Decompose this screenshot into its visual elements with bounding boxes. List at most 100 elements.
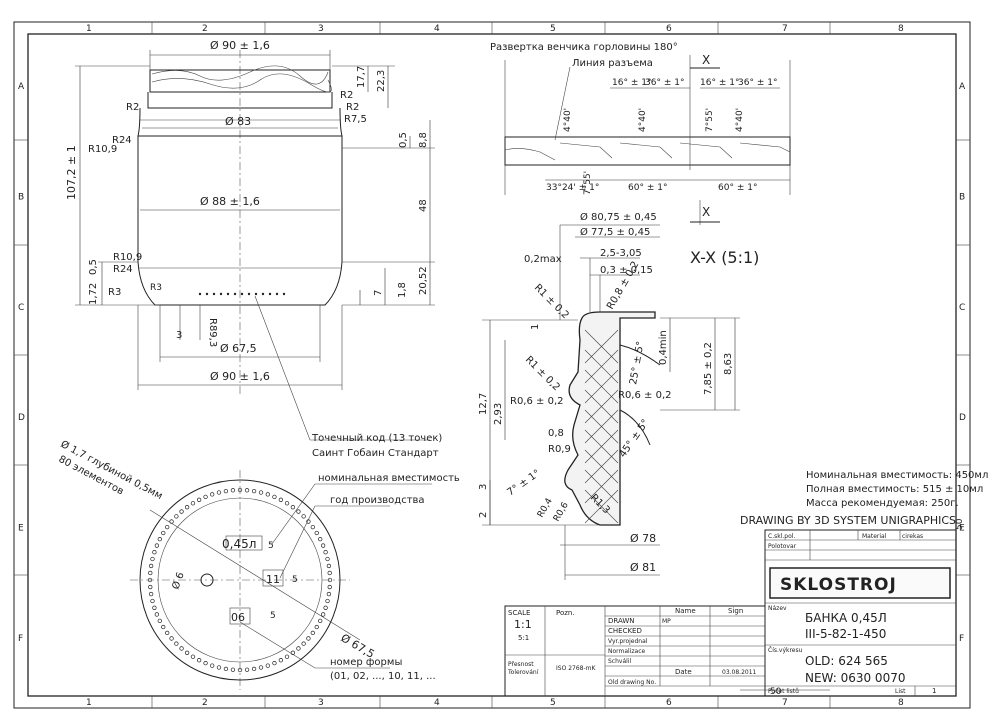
angle-4-40-a: 4°40' (563, 108, 573, 132)
bottom-dot (265, 663, 270, 668)
bottom-dot (169, 636, 174, 641)
right-letters-D: D (959, 413, 966, 423)
tb-iso: ISO 2768-mK (556, 665, 596, 672)
bottom-dot (290, 505, 296, 510)
dim-22-3: 22,3 (376, 70, 387, 92)
tb-product-name: БАНКА 0,45Л (805, 611, 887, 625)
bottom-dot (196, 658, 202, 663)
dim-7: 7 (373, 290, 384, 296)
top-numbers-8: 8 (898, 24, 904, 34)
right-letters-F: F (959, 634, 964, 644)
radius-r2-right-b: R2 (346, 102, 359, 113)
dot-code-row (198, 292, 286, 296)
bottom-dot (210, 663, 215, 668)
bottom-dot (251, 666, 257, 672)
bottom-dot (278, 658, 284, 663)
top-numbers-4: 4 (434, 24, 440, 34)
radius-r0-6-left: R0,6 ± 0,2 (510, 396, 564, 407)
neck-finish-unroll: Развертка венчика горловины 180° Линия р… (490, 42, 791, 195)
top-numbers-1: 1 (86, 24, 92, 34)
tb-material-value: cirekas (902, 533, 923, 540)
dim-0-4min: 0,4min (658, 330, 669, 365)
title-block: SCALE 1:1 5:1 Pozn. Name Sign DRAWN MP C… (504, 529, 957, 697)
specifications-block: Номинальная вместимость: 450мл Полная вм… (740, 470, 988, 527)
bottom-dot (318, 618, 323, 624)
bottom-dot (296, 646, 301, 651)
mark-11: 11 (266, 573, 280, 586)
bottom-dot (148, 584, 153, 590)
section-d-80-75: Ø 80,75 ± 0,45 (580, 211, 657, 223)
angle-16-b: 16° ± 1° (700, 78, 739, 88)
bottom-dot (284, 654, 290, 659)
bottom-dot (301, 641, 306, 646)
radius-r3-small: R3 (150, 283, 162, 293)
dim-total-height: 107,2 ± 1 (65, 145, 78, 200)
radius-r89-3: R89,3 (207, 318, 218, 347)
angle-36-b: 36° ± 1° (738, 78, 777, 88)
angle-36-a: 36° ± 1° (645, 78, 684, 88)
mark-06: 06 (231, 611, 245, 624)
bottom-dot (203, 661, 208, 666)
dim-2-5-3-05: 2,5-3,05 (600, 248, 642, 259)
bottom-numbers-8: 8 (898, 698, 904, 708)
bottom-dot (314, 530, 319, 536)
tb-c-skl: C.skl.pol. (768, 533, 795, 540)
note-dot-code: Точечный код (13 точек) (311, 433, 442, 444)
mark-volume: 0,45л (222, 537, 256, 551)
dim-0-8: 0,8 (548, 428, 564, 439)
bottom-dot (296, 509, 301, 514)
bottom-dot (165, 630, 170, 636)
angle-33-24: 33°24' ± 1° (546, 183, 599, 193)
bottom-numbers-3: 3 (318, 698, 324, 708)
label-nominal-volume: номинальная вместимость (318, 473, 460, 484)
bottom-numbers-1: 1 (86, 698, 92, 708)
bottom-dot (150, 556, 155, 562)
bottom-dot (230, 667, 236, 672)
dim-5-b: 5 (292, 575, 298, 585)
dim-diameter-88: Ø 88 ± 1,6 (200, 195, 260, 208)
top-numbers-7: 7 (782, 24, 788, 34)
tb-pocet: Počet listů (768, 688, 799, 695)
jar-bottom-view: Ø 1,7 глубиной 0,5мм 80 элементов 0,45л … (57, 438, 460, 690)
bottom-dot (327, 584, 332, 590)
bottom-dot (184, 650, 190, 655)
angle-7-55-b: 7°55' (583, 171, 593, 195)
bottom-dot (161, 624, 166, 630)
bottom-dot (278, 497, 284, 502)
bottom-dot (272, 661, 277, 666)
tb-pozn: Pozn. (556, 609, 575, 617)
tb-scale-label: SCALE (508, 609, 530, 617)
tb-norm: Normalizace (608, 648, 646, 655)
tb-logo: SKLOSTROJ (780, 575, 897, 595)
frame-mark-50-right: 50 (955, 518, 965, 530)
bottom-dot (326, 563, 332, 569)
tb-material: Material (862, 533, 887, 540)
radius-r0-9: R0,9 (548, 444, 571, 455)
bottom-numbers-2: 2 (202, 698, 208, 708)
tb-date-label: Date (675, 668, 692, 676)
top-numbers-2: 2 (202, 24, 208, 34)
right-letters-B: B (959, 193, 965, 203)
bottom-dot (190, 654, 196, 659)
spec-recommended-mass: Масса рекомендуемая: 250г. (806, 498, 959, 509)
bottom-dot (310, 524, 315, 530)
section-d-78: Ø 78 (630, 532, 656, 545)
bottom-dot (216, 490, 222, 495)
dim-5-a: 5 (268, 541, 274, 551)
angle-16-a: 16° ± 1° (612, 78, 651, 88)
tb-vyr: Vyr.projednal (608, 638, 648, 645)
label-mould-number: номер формы (330, 657, 402, 668)
bottom-dot (148, 563, 154, 569)
bottom-dot (265, 492, 270, 497)
bottom-dot (210, 492, 215, 497)
angle-4-40-b: 4°40' (638, 108, 648, 132)
tb-name-header: Name (675, 607, 696, 615)
tb-cis-vykresu: Čís.výkresu (768, 647, 803, 654)
left-letters-D: D (18, 413, 25, 423)
right-letters-C: C (959, 303, 965, 313)
top-numbers-3: 3 (318, 24, 324, 34)
bottom-dot (327, 570, 332, 576)
radius-r0-6-bottom: R0,6 (552, 500, 571, 523)
bottom-dot (184, 505, 190, 510)
bottom-dot (230, 488, 236, 493)
